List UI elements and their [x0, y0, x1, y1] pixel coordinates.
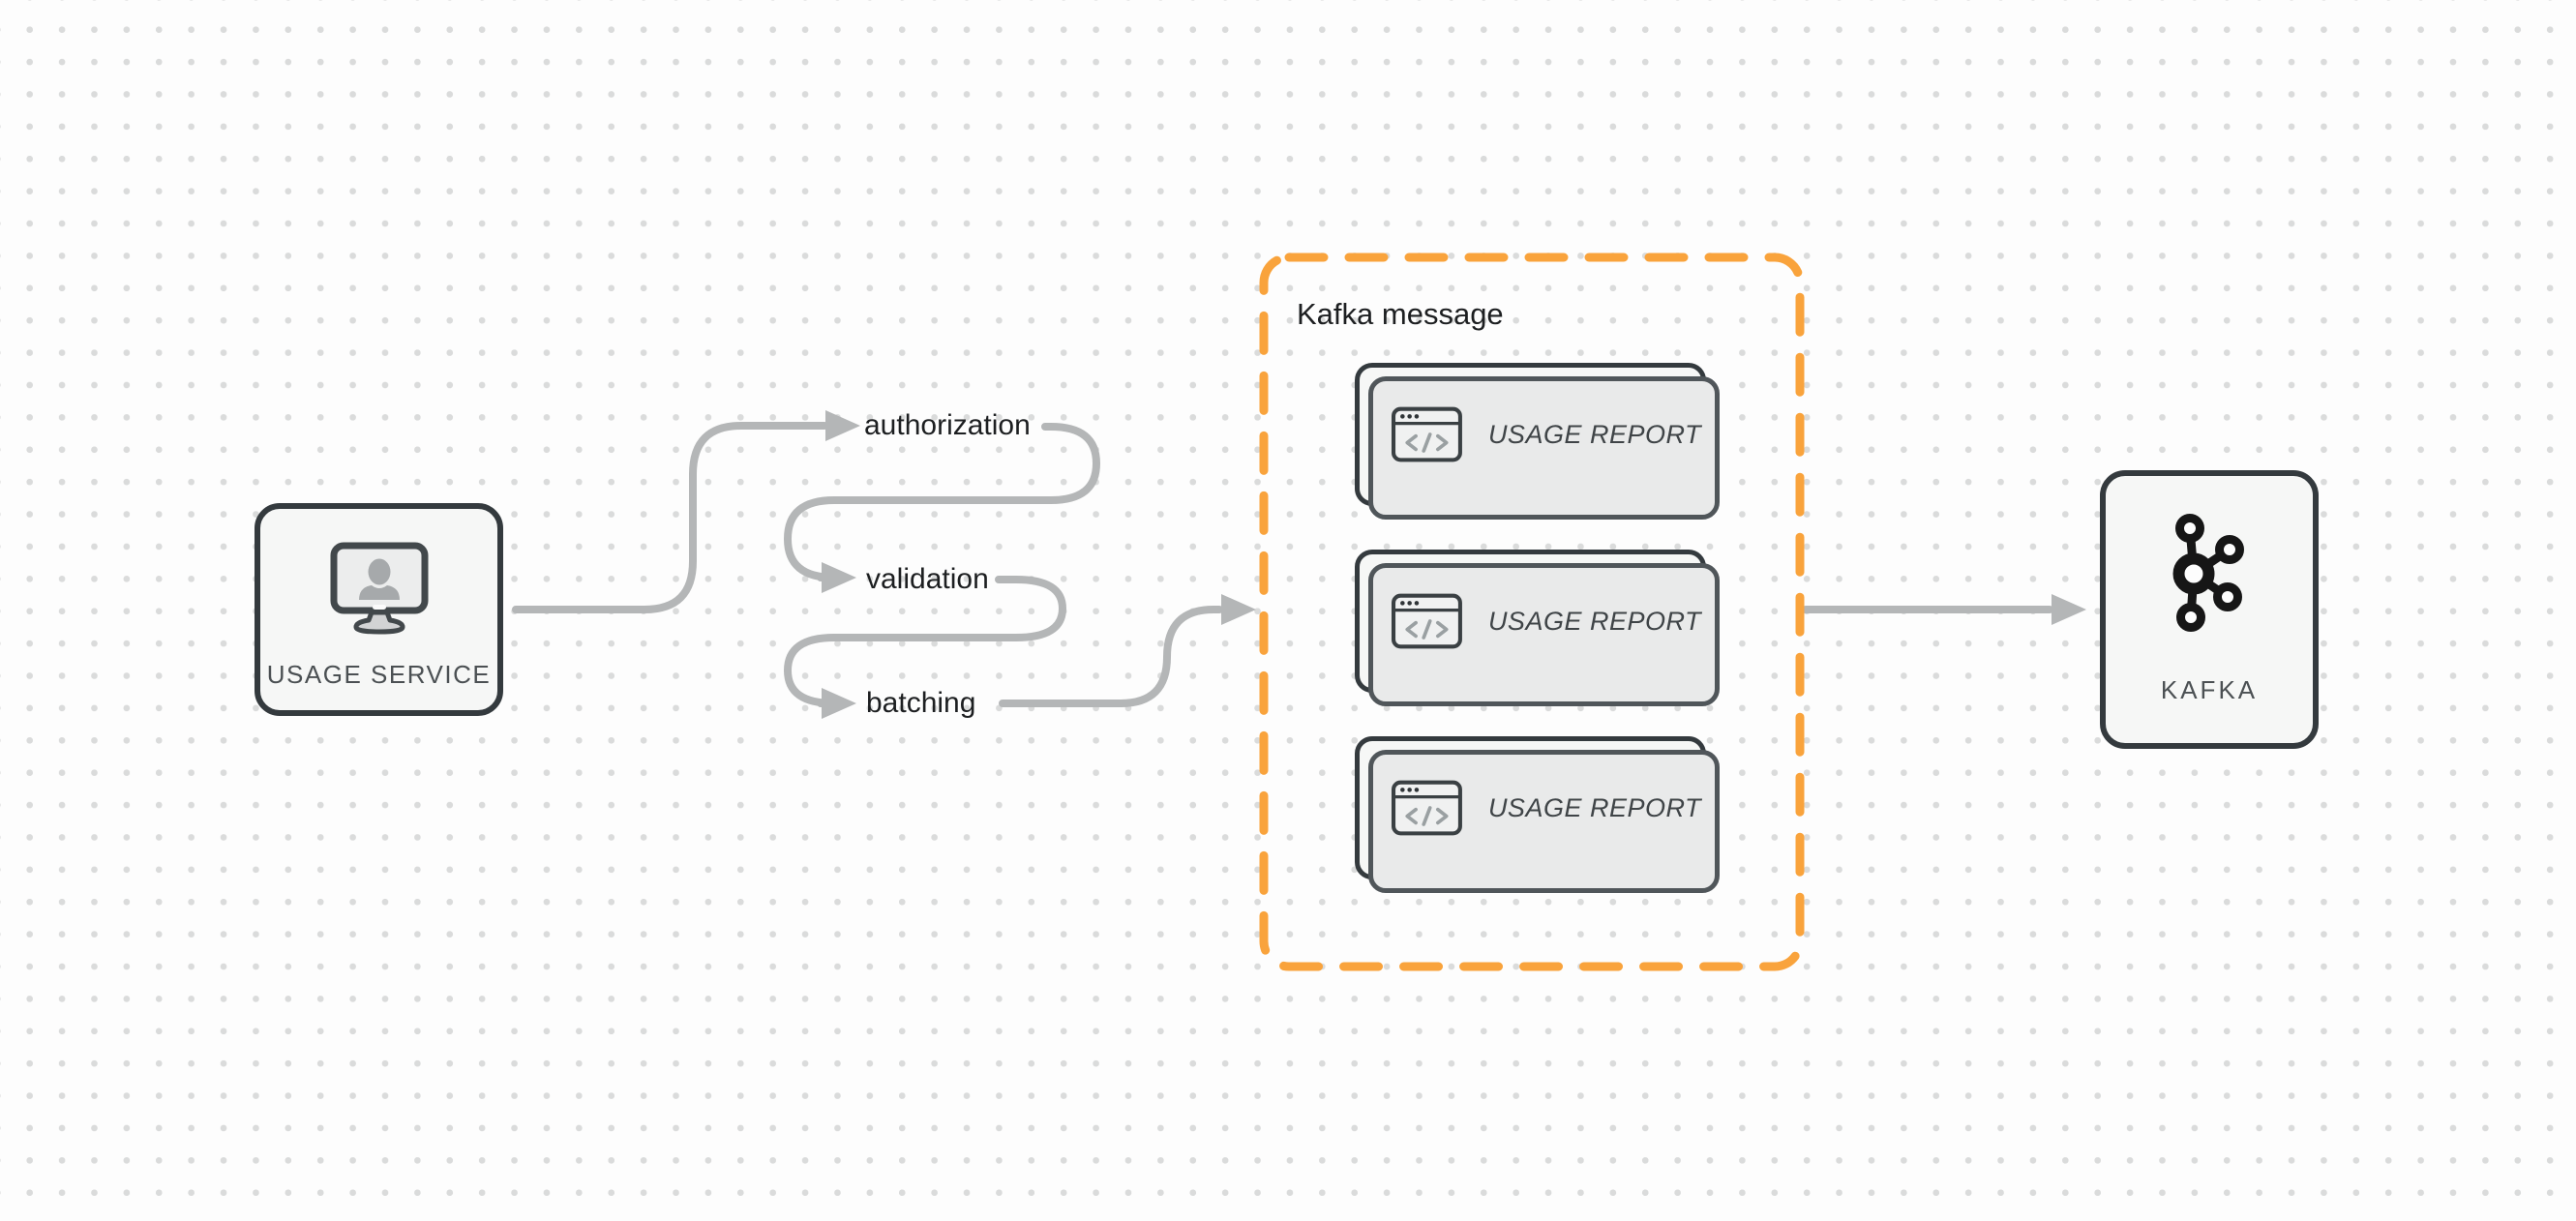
connector-authorization-to-validation [784, 423, 1100, 581]
code-window-icon [1392, 780, 1462, 836]
usage-report-card: USAGE REPORT [1355, 736, 1720, 893]
code-window-icon [1392, 406, 1462, 462]
usage-report-label: USAGE REPORT [1487, 606, 1701, 636]
arrowhead-batching [822, 688, 856, 719]
usage-report-card: USAGE REPORT [1355, 363, 1720, 520]
flow-step-authorization: authorization [864, 409, 1031, 441]
kafka-node: KAFKA [2100, 470, 2319, 749]
connector-validation-to-batching [784, 576, 1066, 707]
usage-report-card: USAGE REPORT [1355, 550, 1720, 706]
arrowhead-kafka-message [1221, 594, 1256, 625]
arrowhead-validation [822, 562, 856, 593]
kafka-message-group-title: Kafka message [1297, 297, 1504, 331]
arrowhead-authorization [825, 410, 860, 441]
connector-usage-to-authorization [512, 422, 828, 613]
usage-report-label: USAGE REPORT [1487, 419, 1701, 449]
kafka-logo-icon [2172, 514, 2244, 632]
monitor-user-icon [330, 542, 428, 635]
kafka-label: KAFKA [2160, 675, 2259, 704]
kafka-message-group-border [1259, 253, 1805, 971]
arrowhead-kafka [2052, 594, 2086, 625]
flow-step-batching: batching [866, 687, 976, 719]
usage-service-node: USAGE SERVICE [255, 503, 503, 716]
usage-service-label: USAGE SERVICE [266, 660, 492, 689]
code-window-icon [1392, 593, 1462, 649]
connector-batching-to-kafka-message [999, 606, 1223, 707]
usage-report-label: USAGE REPORT [1487, 792, 1701, 822]
flow-step-validation: validation [866, 563, 989, 595]
